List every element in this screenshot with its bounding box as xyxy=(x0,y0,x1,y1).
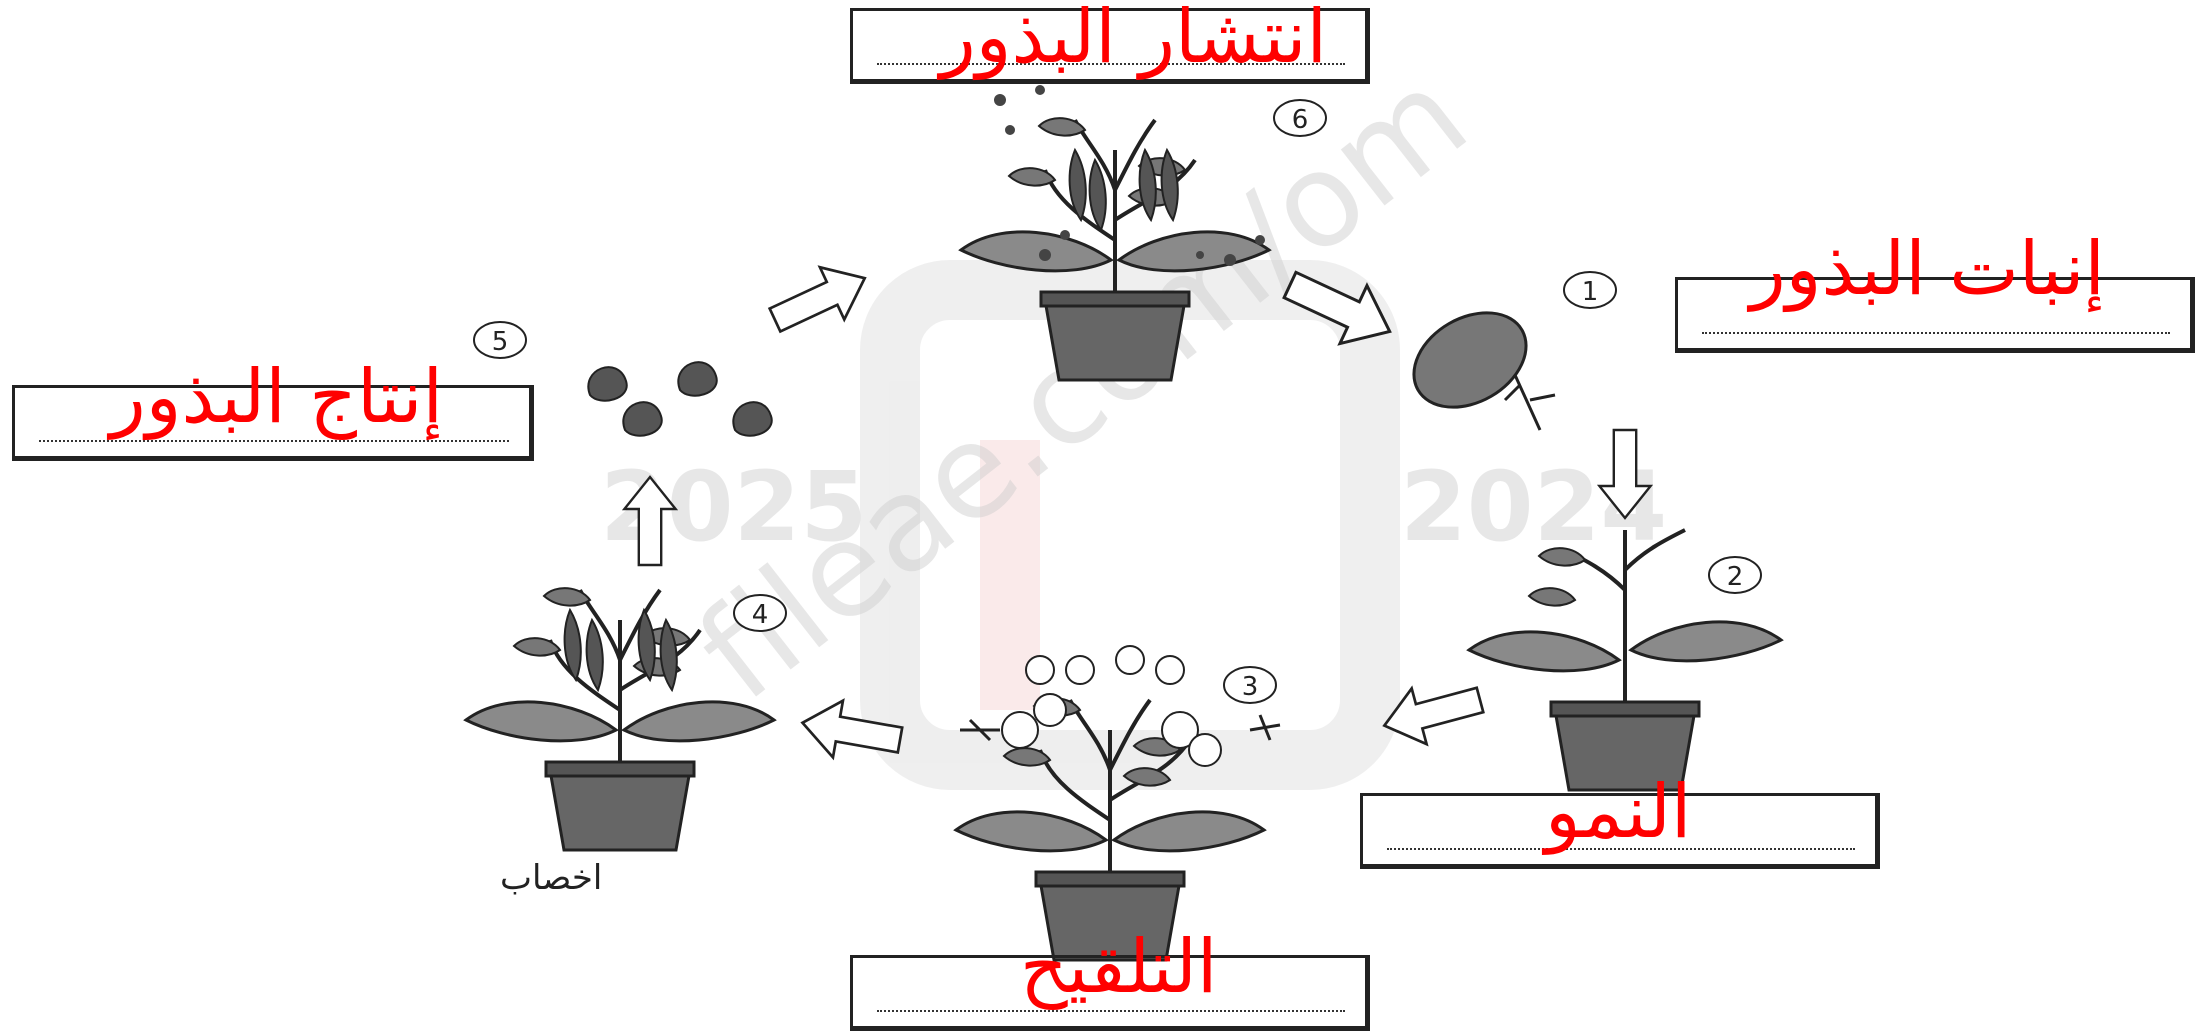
label-box-stage-6 xyxy=(850,8,1370,84)
svg-text:2: 2 xyxy=(1727,562,1744,592)
answer-stage-1: إنبات البذور xyxy=(1750,226,2105,312)
answer-stage-5: إنتاج البذور xyxy=(110,354,444,440)
svg-text:6: 6 xyxy=(1292,105,1309,135)
scattered-seeds xyxy=(994,85,1265,266)
answer-stage-2: النمو xyxy=(1545,769,1692,855)
label-box-stage-1 xyxy=(1675,277,2195,353)
svg-text:5: 5 xyxy=(492,327,509,357)
label-box-stage-5 xyxy=(12,385,534,461)
answer-stage-3: التلقيح xyxy=(1020,924,1218,1010)
svg-text:4: 4 xyxy=(752,600,769,630)
stage-1-seed xyxy=(1412,311,1556,431)
stage-number-1: 1 xyxy=(1563,271,1617,309)
label-box-stage-3 xyxy=(850,955,1370,1031)
stage-3-plant xyxy=(956,645,1281,962)
stage-number-6: 6 xyxy=(1273,99,1327,137)
stage-number-5: 5 xyxy=(473,321,527,359)
arrow-5-to-6 xyxy=(761,250,879,348)
svg-text:1: 1 xyxy=(1582,277,1599,307)
svg-text:3: 3 xyxy=(1242,672,1259,702)
answer-stage-6: انتشار البذور xyxy=(940,0,1328,80)
stage-number-4: 4 xyxy=(733,594,787,632)
label-box-stage-2 xyxy=(1360,793,1880,869)
stage-2-plant xyxy=(1467,528,1783,792)
stage-5-seeds xyxy=(587,361,773,437)
stage-number-3: 3 xyxy=(1223,666,1277,704)
stage-number-2: 2 xyxy=(1708,556,1762,594)
caption-stage-4: اخصاب xyxy=(500,858,603,898)
